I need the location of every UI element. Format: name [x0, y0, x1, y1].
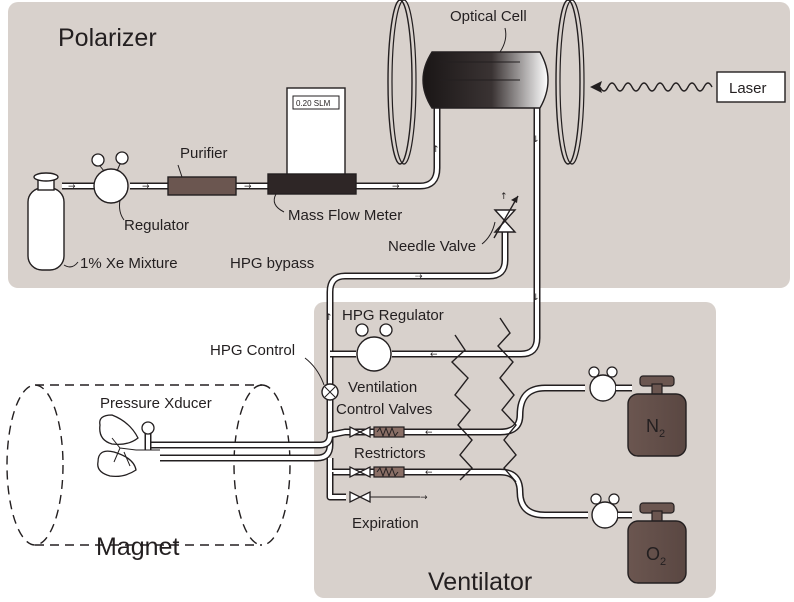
polarizer-title: Polarizer	[58, 24, 157, 52]
svg-text:→: →	[420, 493, 428, 503]
polarizer-panel	[8, 2, 790, 288]
hpg-regulator-label: HPG Regulator	[342, 307, 444, 324]
needle-valve	[481, 195, 519, 245]
flow-arrows: → → → → ↑ ↓ ↓ ⇢ ↑ ← ← ← ↑	[68, 135, 540, 478]
hpg-control-valve	[304, 357, 339, 401]
expiration-label: Expiration	[352, 515, 419, 532]
needle-valve-label: Needle Valve	[388, 238, 476, 255]
o2-tank	[590, 493, 687, 584]
svg-text:←: ←	[425, 468, 433, 478]
svg-text:→: →	[392, 182, 400, 192]
ventilation-label-line1: Ventilation	[348, 379, 417, 396]
n2-tank	[588, 366, 687, 457]
hpg-regulator	[355, 323, 393, 372]
regulator	[91, 151, 129, 221]
hpg-bypass-label: HPG bypass	[230, 255, 314, 272]
mass-flow-meter	[267, 87, 357, 213]
purifier	[167, 176, 237, 196]
svg-text:⇢: ⇢	[415, 272, 423, 282]
svg-text:↑: ↑	[500, 192, 508, 202]
pressure-xducer-label: Pressure Xducer	[100, 395, 212, 412]
optical-cell-label: Optical Cell	[450, 8, 527, 25]
magnet-title: Magnet	[96, 533, 179, 561]
regulator-label: Regulator	[124, 217, 189, 234]
flow-display: 0.20 SLM	[296, 99, 331, 108]
ventilation-label-line2: Control Valves	[336, 401, 432, 418]
restrictors-label: Restrictors	[354, 445, 426, 462]
laser	[590, 71, 786, 103]
o2-label: O2	[646, 544, 666, 568]
hpg-control-label: HPG Control	[210, 342, 295, 359]
ventilator-title: Ventilator	[428, 568, 532, 596]
svg-text:→: →	[244, 182, 252, 192]
break-lines	[450, 317, 517, 483]
lungs	[97, 414, 160, 478]
purifier-label: Purifier	[180, 145, 228, 162]
magnet-bore	[6, 384, 291, 546]
svg-text:↑: ↑	[432, 145, 440, 155]
svg-text:→: →	[68, 182, 76, 192]
xe-cylinder	[27, 172, 79, 271]
svg-text:←: ←	[430, 350, 438, 360]
pipework	[62, 105, 588, 519]
laser-label: Laser	[729, 80, 767, 97]
xe-mixture-label: 1% Xe Mixture	[80, 255, 178, 272]
optical-cell	[387, 0, 585, 165]
mass-flow-meter-label: Mass Flow Meter	[288, 207, 402, 224]
control-valves: →	[349, 425, 428, 504]
svg-text:↑: ↑	[325, 313, 333, 323]
svg-text:←: ←	[425, 428, 433, 438]
svg-text:→: →	[142, 182, 150, 192]
svg-text:↓: ↓	[532, 135, 540, 145]
svg-text:↓: ↓	[532, 293, 540, 303]
n2-label: N2	[646, 416, 665, 440]
